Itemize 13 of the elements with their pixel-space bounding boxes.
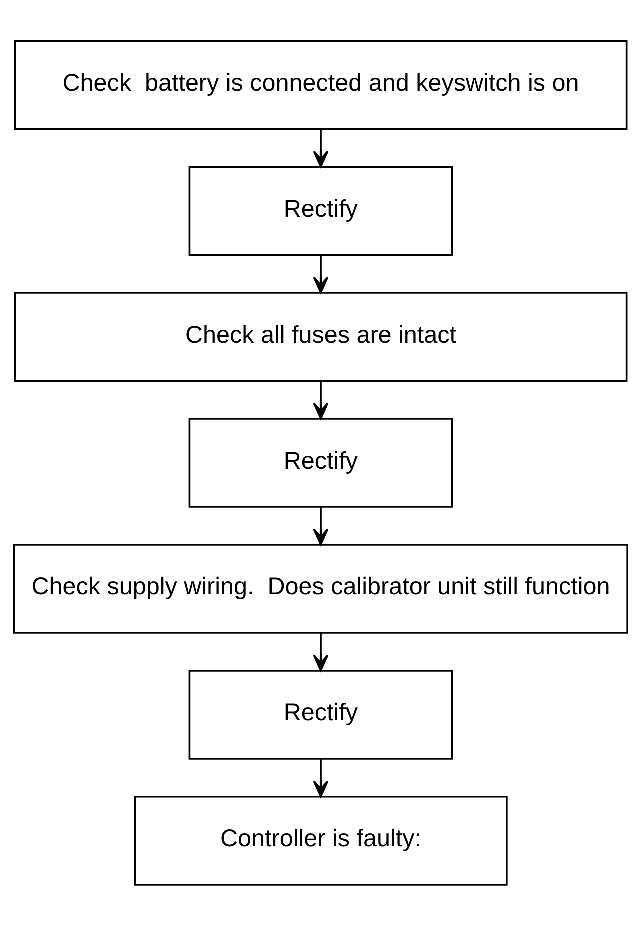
node-box: Controller is faulty: bbox=[134, 796, 508, 886]
arrow bbox=[313, 256, 329, 294]
node-box: Rectify bbox=[188, 670, 454, 760]
node-box: Check all fuses are intact bbox=[14, 292, 628, 382]
arrow bbox=[313, 382, 329, 420]
arrow bbox=[313, 759, 329, 798]
arrow bbox=[313, 633, 329, 672]
arrow bbox=[313, 130, 329, 168]
node-box: Rectify bbox=[188, 418, 454, 508]
node-box: Check supply wiring. Does calibrator unit still function bbox=[14, 544, 628, 634]
arrow bbox=[313, 508, 329, 546]
node-box: Rectify bbox=[188, 166, 454, 256]
node-box: Check battery is connected and keyswitch is on bbox=[14, 40, 628, 130]
